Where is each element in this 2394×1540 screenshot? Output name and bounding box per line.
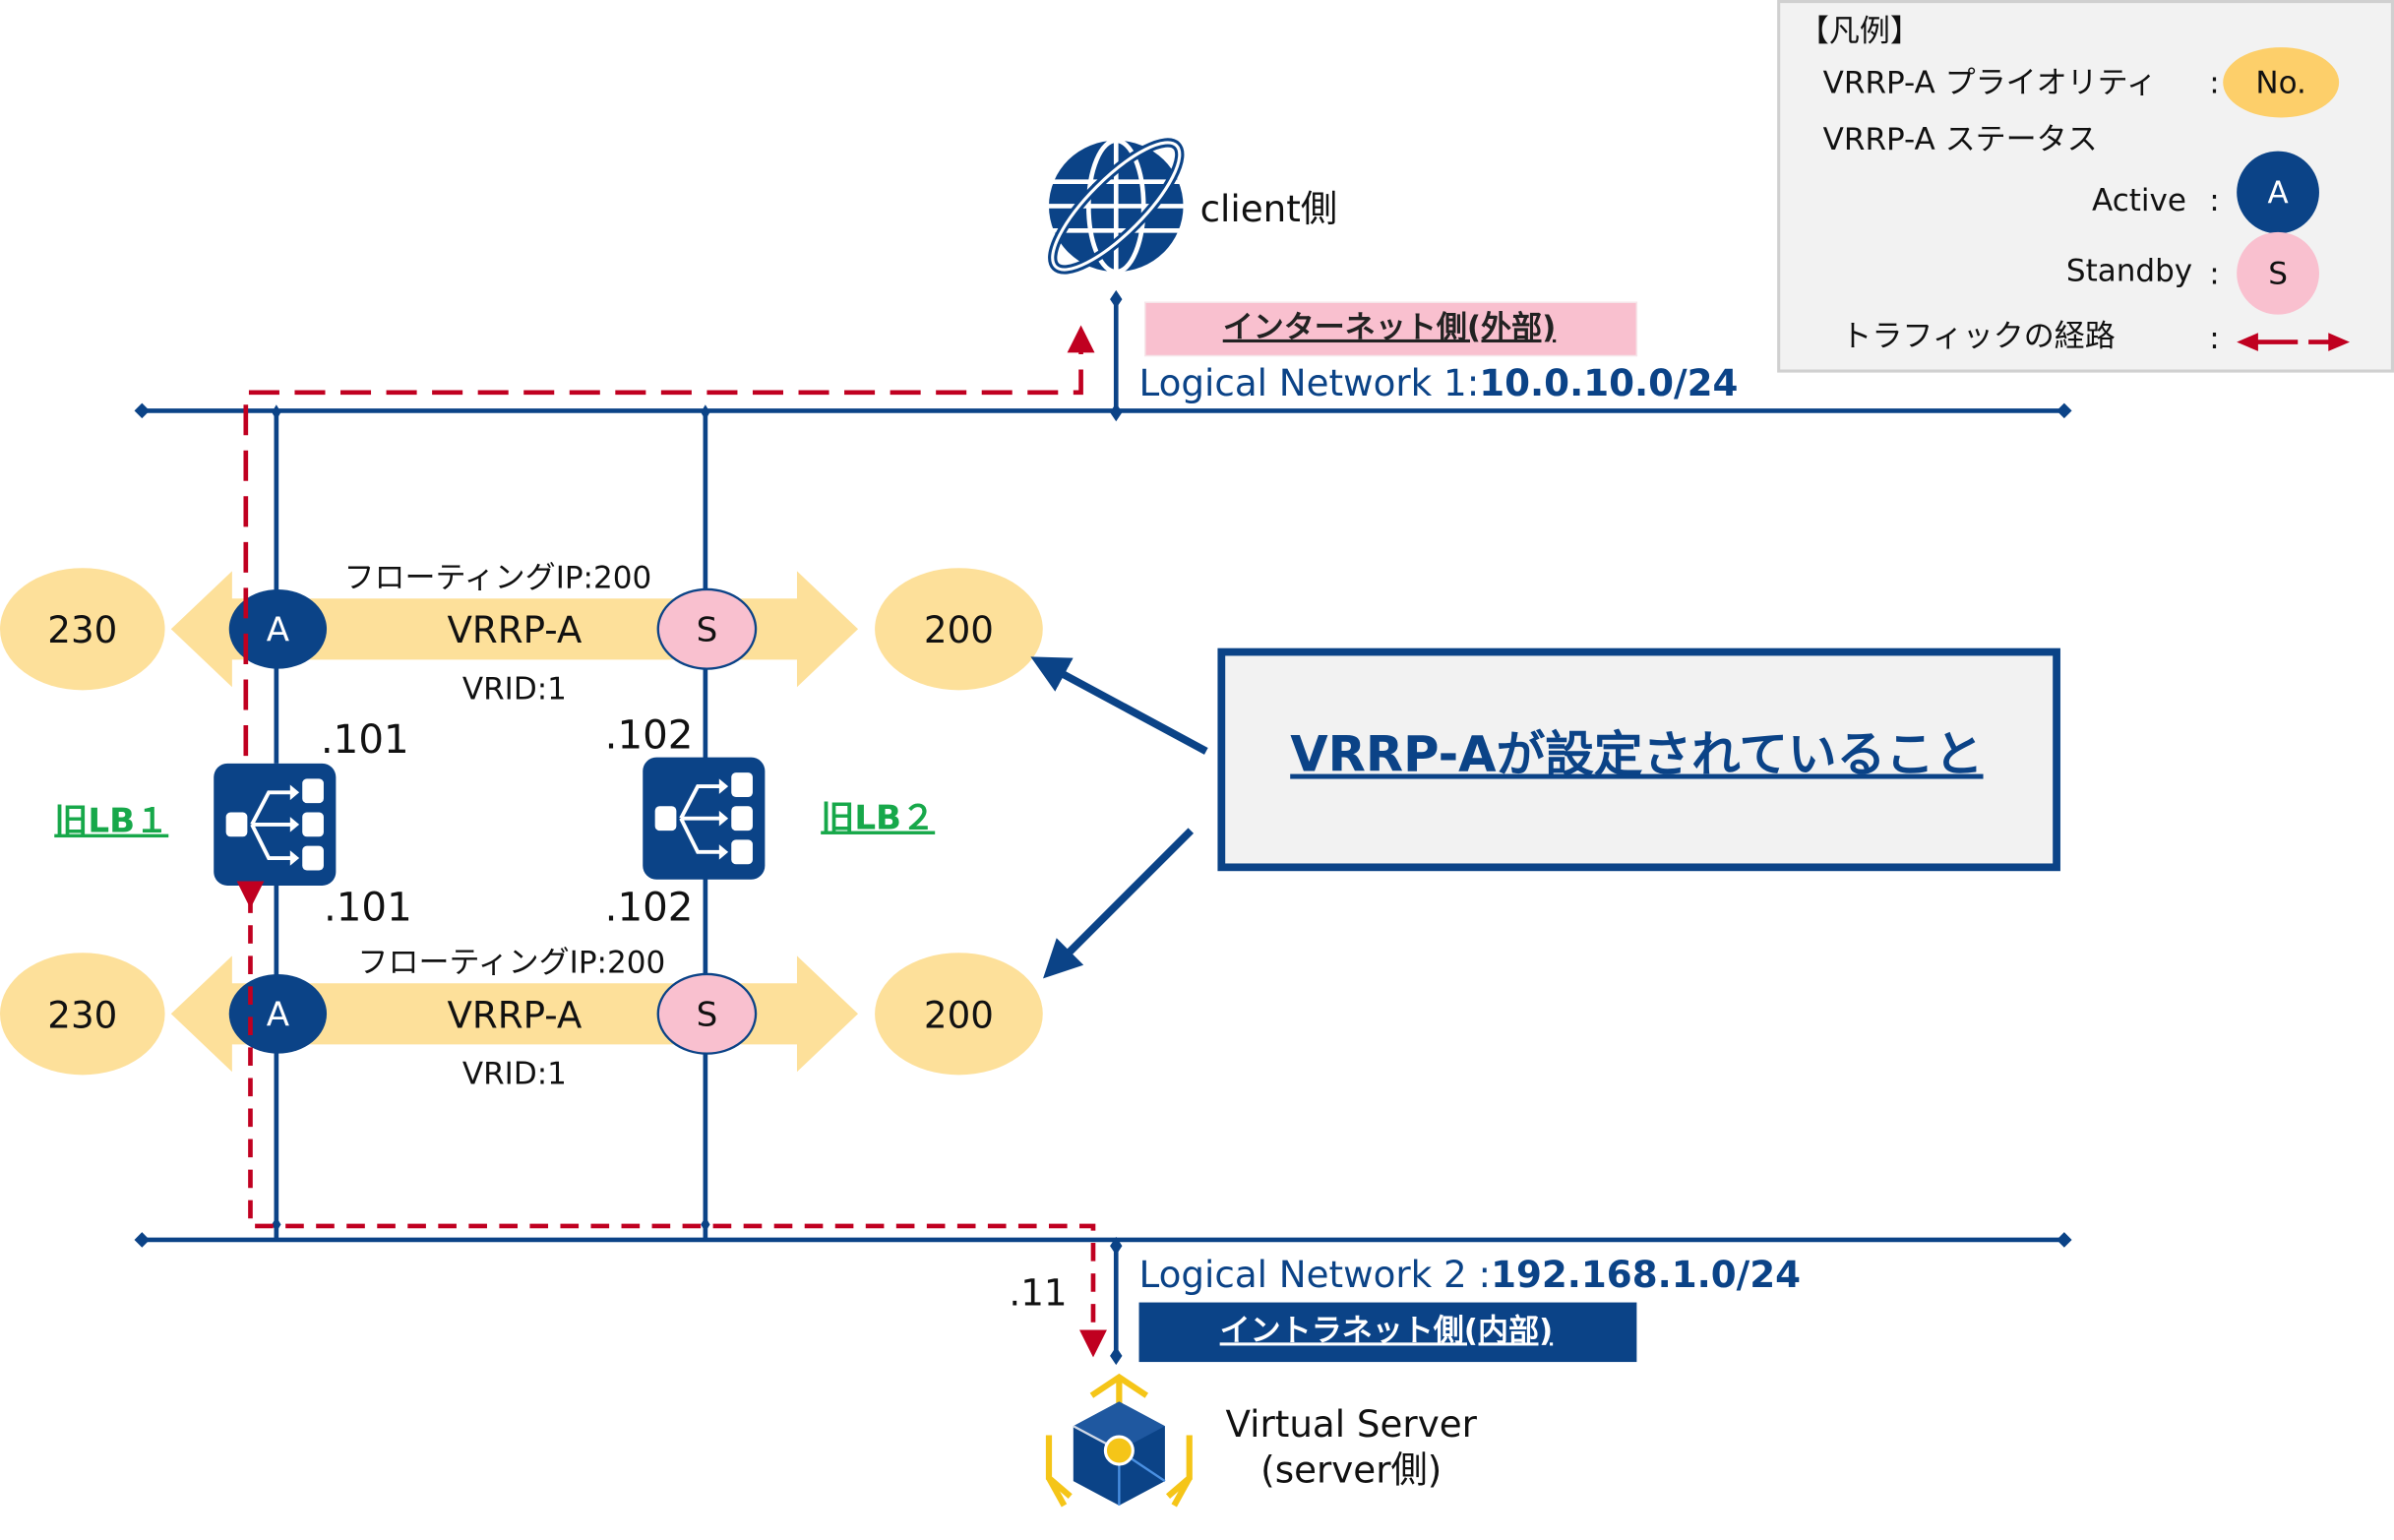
legend: 【凡例】 VRRP-A プライオリティ : No. VRRP-A ステータス A… <box>1777 0 2394 373</box>
network2-cidr: 192.168.1.0/24 <box>1491 1253 1801 1296</box>
priority-right-text: 200 <box>924 608 994 651</box>
network2-name: Logical Network 2 : <box>1139 1253 1492 1296</box>
vrrp-name: VRRP-A <box>447 993 582 1036</box>
legend-status-label: VRRP-A ステータス <box>1823 122 2098 157</box>
status-active-badge <box>228 588 328 669</box>
status-active-text: A <box>267 611 290 650</box>
legend-colon: : <box>2209 66 2219 101</box>
priority-right-badge <box>875 568 1043 691</box>
server-ip: .11 <box>1009 1271 1067 1315</box>
server-label-line1: Virtual Server <box>1225 1402 1477 1446</box>
vrrp-name: VRRP-A <box>447 608 582 651</box>
legend-active-symbol-text: A <box>2267 175 2288 211</box>
lb2-ip-top: .102 <box>605 711 694 758</box>
priority-left-text: 230 <box>47 608 117 651</box>
network2: Logical Network 2 :192.168.1.0/24 イントラネッ… <box>134 1232 2072 1366</box>
vrid-label: VRID:1 <box>462 1057 567 1092</box>
status-active-text: A <box>267 996 290 1035</box>
lb2-label: 旧LB２ <box>821 799 935 838</box>
lb1-ip-bottom: .101 <box>324 885 412 931</box>
traffic-path <box>236 325 1107 1358</box>
priority-left-badge <box>0 953 165 1076</box>
legend-active-symbol <box>2237 151 2319 234</box>
status-standby-text: S <box>697 611 718 650</box>
load-balancer-icon <box>214 763 337 886</box>
network1-cidr: 10.0.10.0/24 <box>1479 361 1738 404</box>
legend-traffic-label: トラフィックの経路 <box>1841 319 2116 354</box>
traffic-path-lower <box>236 881 1107 1358</box>
traffic-path-upper <box>243 325 1095 757</box>
server-label-line2: (server側) <box>1260 1448 1442 1492</box>
legend-standby-symbol-text: S <box>2268 257 2288 292</box>
client-label: client側 <box>1200 187 1337 230</box>
legend-title: 【凡例】 <box>1799 14 1921 49</box>
lb1-label: 旧LB１ <box>54 802 168 841</box>
intranet-zone-label: イントラネット側(内部) <box>1220 1313 1554 1348</box>
vrid-label: VRID:1 <box>462 672 567 708</box>
internet-zone-box <box>1143 301 1638 357</box>
lb1-ip-top: .101 <box>321 716 409 763</box>
internet-zone-label: インターネット側(外部) <box>1223 310 1557 345</box>
network2-label: Logical Network 2 :192.168.1.0/24 <box>1139 1253 1802 1296</box>
callout-arrow-upper <box>1030 656 1208 755</box>
load-balancer-1[interactable] <box>214 763 337 886</box>
virtual-server-icon <box>1045 1373 1193 1508</box>
legend-traffic-arrow-icon <box>2237 333 2351 351</box>
callout-box <box>1217 647 2060 872</box>
load-balancer-icon <box>643 757 766 880</box>
legend-active-label: Active <box>2092 183 2186 218</box>
legend-colon: : <box>2209 321 2219 356</box>
legend-standby-label: Standby <box>2066 254 2192 289</box>
legend-standby-symbol <box>2237 231 2319 315</box>
legend-priority-symbol <box>2223 47 2340 118</box>
load-balancer-2[interactable] <box>643 757 766 880</box>
priority-right-text: 200 <box>924 993 994 1036</box>
intranet-zone-box <box>1138 1302 1637 1363</box>
globe-icon <box>1048 138 1185 275</box>
status-standby-badge <box>656 587 758 670</box>
callout-arrow-lower <box>1043 828 1195 979</box>
network1-label: Logical Network 1:10.0.10.0/24 <box>1139 361 1739 404</box>
status-standby-text: S <box>697 996 718 1035</box>
network1-name: Logical Network 1: <box>1139 361 1480 404</box>
legend-priority-symbol-text: No. <box>2255 66 2306 101</box>
legend-colon: : <box>2209 183 2219 218</box>
network1: インターネット側(外部) Logical Network 1:10.0.10.0… <box>134 289 2072 422</box>
priority-left-badge <box>0 568 165 691</box>
legend-priority-label: VRRP-A プライオリティ <box>1823 66 2157 101</box>
lb2-ip-bottom: .102 <box>605 885 694 931</box>
callout: VRRP-Aが設定されていること <box>1030 647 2060 979</box>
floating-ip-label: フローティングIP:200 <box>343 560 651 595</box>
priority-left-text: 230 <box>47 993 117 1036</box>
legend-colon: : <box>2209 257 2219 292</box>
callout-text: VRRP-Aが設定されていること <box>1290 726 1983 783</box>
floating-ip-label: フローティングIP:200 <box>357 945 665 980</box>
